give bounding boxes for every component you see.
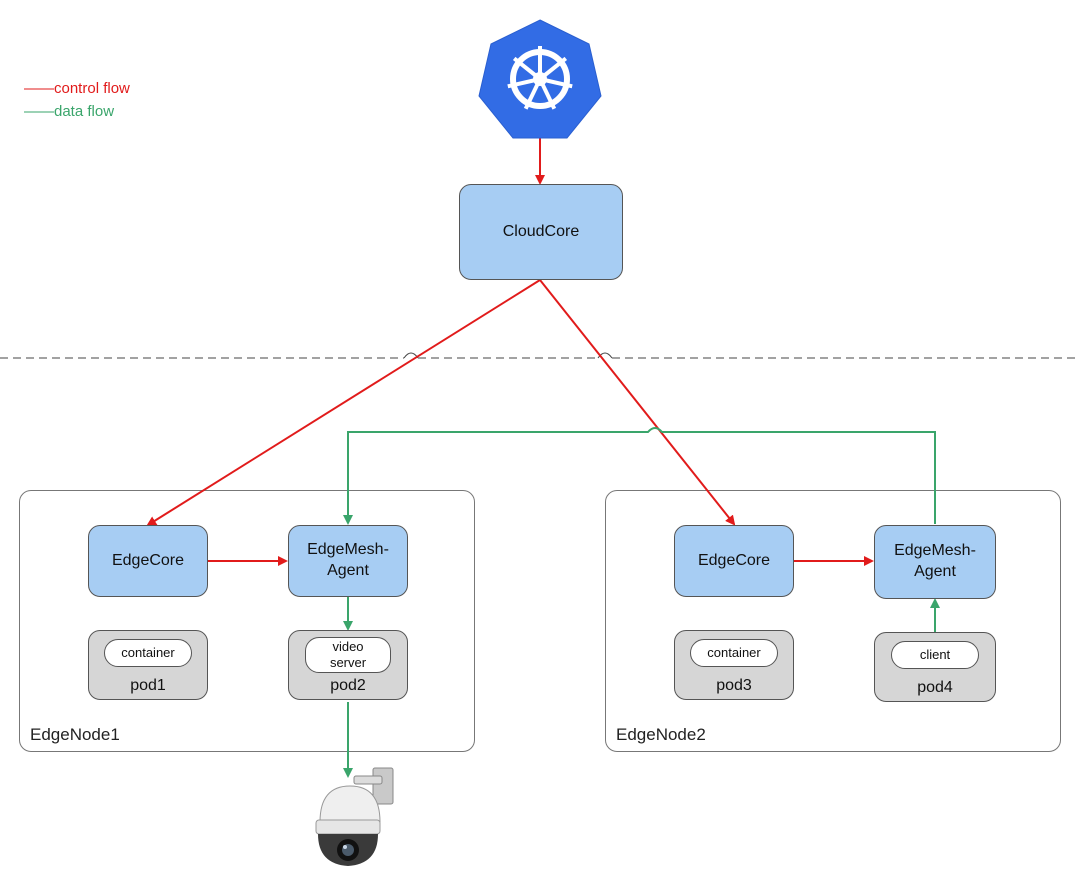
legend-control-flow-label: ——control flow	[24, 80, 130, 97]
edgenode1-agent-box: EdgeMesh- Agent	[288, 525, 408, 597]
edgenode1-agent-label: EdgeMesh- Agent	[307, 541, 389, 579]
ptz-camera-icon	[315, 767, 394, 866]
agent2-to-agent1-data-path	[343, 427, 936, 525]
pod4-container-pill: client	[891, 641, 979, 669]
edgenode2-label: EdgeNode2	[616, 725, 706, 744]
cloudcore-to-edgecore2-arrow	[539, 279, 736, 526]
edgenode1-edgecore-box: EdgeCore	[88, 525, 208, 597]
pod1-container-pill: container	[104, 639, 192, 667]
pod4-label: pod4	[917, 679, 953, 696]
pod3-container-pill: container	[690, 639, 778, 667]
edgenode2-edgecore-box: EdgeCore	[674, 525, 794, 597]
edgenode2-edgecore-label: EdgeCore	[697, 551, 771, 569]
kubernetes-logo-icon	[478, 19, 602, 139]
edgenode1-edgecore-label: EdgeCore	[111, 551, 185, 569]
legend-control-flow: ——control flow	[24, 80, 130, 97]
pod3-box: container pod3	[674, 630, 794, 700]
cloudcore-label: CloudCore	[502, 222, 580, 240]
pod2-box: video server pod2	[288, 630, 408, 700]
pod1-box: container pod1	[88, 630, 208, 700]
legend-data-flow-label: ——data flow	[24, 103, 115, 120]
cloudcore-box: CloudCore	[459, 184, 623, 280]
pod1-label: pod1	[130, 677, 166, 694]
pod4-box: client pod4	[874, 632, 996, 702]
edgenode2-agent-box: EdgeMesh- Agent	[874, 525, 996, 599]
cloudcore-to-edgecore1-arrow	[146, 279, 541, 527]
pod3-label: pod3	[716, 677, 752, 694]
edgenode1-label: EdgeNode1	[30, 725, 120, 744]
legend-data-flow: ——data flow	[24, 103, 114, 120]
boundary-hop-2	[597, 352, 613, 359]
pod2-label: pod2	[330, 677, 366, 694]
pod2-container-pill: video server	[305, 637, 391, 673]
edgenode2-agent-label: EdgeMesh- Agent	[894, 542, 976, 580]
